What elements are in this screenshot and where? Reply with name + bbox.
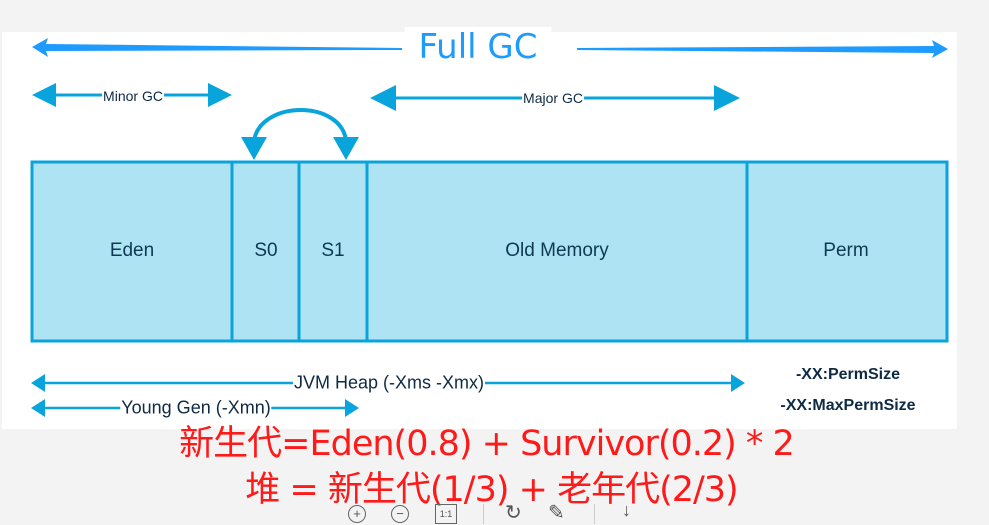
toolbar-separator [594,504,595,524]
s0-label: S0 [254,240,278,261]
region-s0 [230,160,301,343]
jvm-heap-label: JVM Heap (-Xms -Xmx) [292,372,486,394]
rotate-icon: ↻ [505,502,522,524]
full-gc-label: Full GC [404,27,552,67]
rotate-button[interactable]: ↻ [505,500,522,525]
download-button[interactable]: ↓ [622,500,631,521]
max-perm-size-option: -XX:MaxPermSize [780,397,916,414]
actual-size-button[interactable]: 1:1 [435,504,457,524]
minor-gc-label: Minor GC [102,88,164,104]
region-old-memory [365,160,749,343]
toolbar-separator [483,504,484,524]
viewer-toolbar: + − 1:1 ↻ ✎ ↓ [330,500,650,525]
zoom-in-button[interactable]: + [348,505,366,523]
pencil-icon: ✎ [548,502,565,524]
old-memory-label: Old Memory [505,240,609,261]
survivor-swap-arrow [241,108,359,160]
major-gc-label: Major GC [522,90,584,106]
caption-line-2: 堆 = 新生代(1/3) + 老年代(2/3) [245,470,738,510]
young-gen-label: Young Gen (-Xmn) [120,397,272,419]
zoom-out-button[interactable]: − [391,505,409,523]
full-gc-left-arrow [32,38,402,57]
perm-size-option: -XX:PermSize [795,366,901,383]
eden-label: Eden [109,240,155,261]
memory-regions [30,160,949,343]
perm-label: Perm [823,240,869,261]
edit-button[interactable]: ✎ [548,500,565,525]
caption-line-1: 新生代=Eden(0.8) + Survivor(0.2) * 2 [179,424,795,464]
full-gc-right-arrow [577,40,948,58]
s1-label: S1 [321,240,345,261]
region-perm [745,160,949,343]
region-eden [30,160,234,343]
download-icon: ↓ [622,500,631,520]
